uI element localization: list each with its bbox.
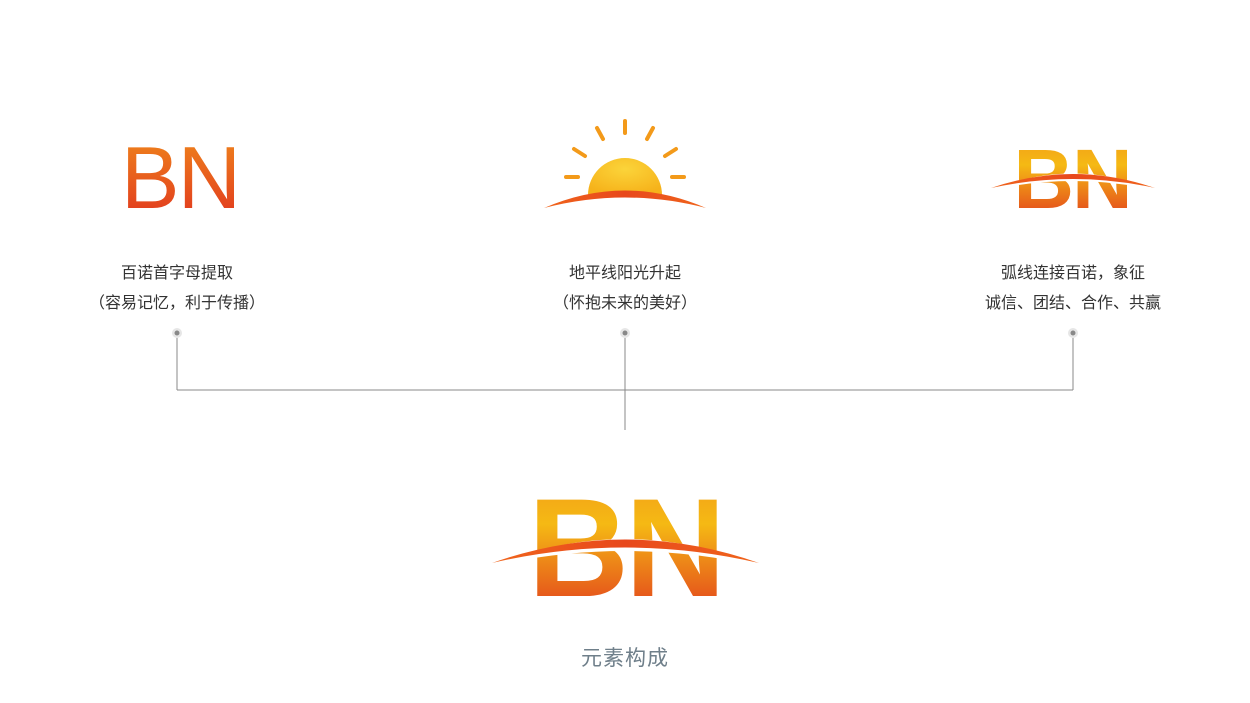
caption-arc-line1: 弧线连接百诺，象征 (1000, 263, 1145, 282)
caption-sun: 地平线阳光升起 （怀抱未来的美好） (525, 258, 725, 318)
caption-sun-line1: 地平线阳光升起 (568, 263, 681, 282)
bn-arc-logo: BN (991, 132, 1155, 217)
caption-sun-line2: （怀抱未来的美好） (552, 293, 697, 312)
connector-dots (172, 328, 1078, 338)
sunrise-icon (544, 119, 706, 208)
bn-final-logo-text: BN (528, 470, 722, 605)
caption-arc-line2: 诚信、团结、合作、共赢 (984, 293, 1161, 312)
bn-letters-logo: BN (121, 130, 241, 220)
caption-letters-line2: （容易记忆，利于传播） (88, 293, 265, 312)
caption-letters-line1: 百诺首字母提取 (120, 263, 233, 282)
caption-arc: 弧线连接百诺，象征 诚信、团结、合作、共赢 (963, 258, 1183, 318)
caption-letters: 百诺首字母提取 （容易记忆，利于传播） (77, 258, 277, 318)
bn-letters-logo-text: BN (121, 130, 239, 220)
bottom-title: 元素构成 (581, 646, 669, 670)
bn-final-logo: BN (492, 470, 759, 605)
